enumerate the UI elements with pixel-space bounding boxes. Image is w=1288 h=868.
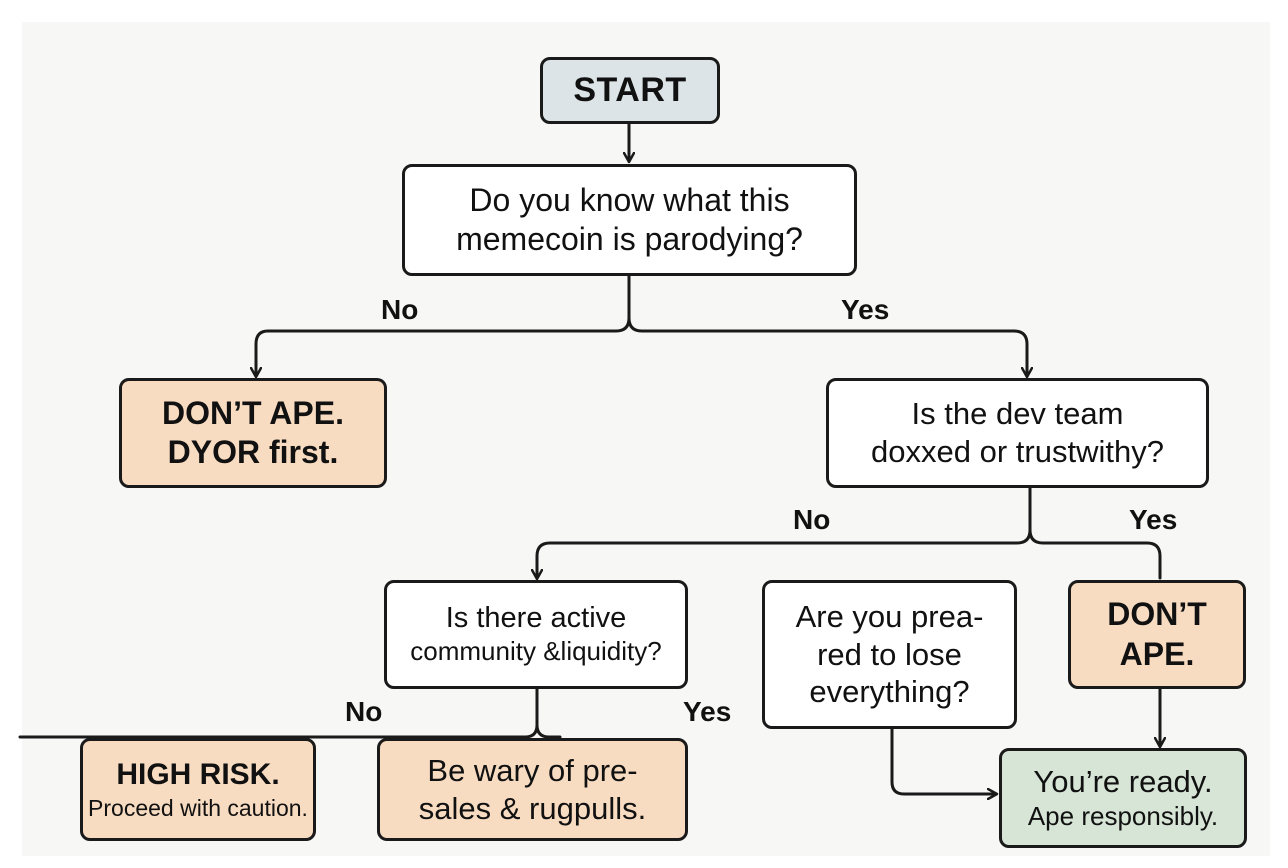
- be-wary-line2: sales & rugpulls.: [418, 790, 647, 826]
- dont-ape-node: DON’T APE.: [1068, 580, 1246, 689]
- edge-label-parody-no: No: [381, 294, 419, 325]
- community-question-line2: community &liquidity?: [410, 636, 662, 667]
- ready-node: You’re ready. Ape responsibly.: [999, 748, 1247, 848]
- ready-line2: Ape responsibly.: [1027, 801, 1219, 832]
- prepared-question-line2: red to lose: [817, 636, 962, 672]
- edge-community-yes: [535, 723, 562, 739]
- dev-team-question-node: Is the dev team doxxed or trustwithy?: [826, 378, 1209, 488]
- parody-question-line1: Do you know what this: [469, 181, 790, 218]
- edge-community-no: [18, 686, 539, 739]
- prepared-question-node: Are you prea- red to lose everything?: [762, 580, 1017, 729]
- edge-label-community-no: No: [345, 696, 383, 727]
- community-question-node: Is there active community &liquidity?: [384, 580, 688, 689]
- prepared-question-line3: everything?: [809, 674, 970, 710]
- dont-ape-dyor-line1: DON’T APE.: [162, 394, 344, 431]
- parody-question-node: Do you know what this memecoin is parody…: [402, 164, 857, 276]
- edge-label-dev-no: No: [793, 504, 831, 535]
- dev-team-question-line1: Is the dev team: [911, 396, 1124, 432]
- ready-line1: You’re ready.: [1033, 764, 1213, 800]
- edge-dev-yes: [1028, 528, 1162, 580]
- dev-team-question-line2: doxxed or trustwithy?: [871, 434, 1164, 469]
- community-question-line1: Is there active: [445, 601, 627, 634]
- edge-label-parody-yes: Yes: [841, 294, 890, 325]
- high-risk-line1: HIGH RISK.: [116, 758, 280, 792]
- edge-label-dev-yes: Yes: [1129, 504, 1178, 535]
- edge-label-community-yes: Yes: [683, 696, 732, 727]
- edge-dev-no: [537, 485, 1032, 578]
- high-risk-node: HIGH RISK. Proceed with caution.: [80, 738, 316, 841]
- edge-prepared-to-ready: [890, 726, 996, 794]
- dont-ape-line1: DON’T: [1107, 596, 1207, 633]
- be-wary-line1: Be wary of pre-: [427, 752, 638, 788]
- start-label: START: [573, 70, 687, 109]
- edge-parody-yes: [627, 316, 1027, 376]
- parody-question-line2: memecoin is parodying?: [456, 221, 803, 257]
- prepared-question-line1: Are you prea-: [795, 598, 984, 634]
- be-wary-node: Be wary of pre- sales & rugpulls.: [377, 738, 688, 841]
- dont-ape-dyor-node: DON’T APE. DYOR first.: [119, 378, 387, 488]
- dont-ape-line2: APE.: [1119, 635, 1195, 672]
- dont-ape-dyor-line2: DYOR first.: [167, 434, 339, 470]
- edge-parody-no: [256, 273, 631, 376]
- high-risk-line2: Proceed with caution.: [88, 794, 308, 821]
- start-node: START: [540, 57, 720, 124]
